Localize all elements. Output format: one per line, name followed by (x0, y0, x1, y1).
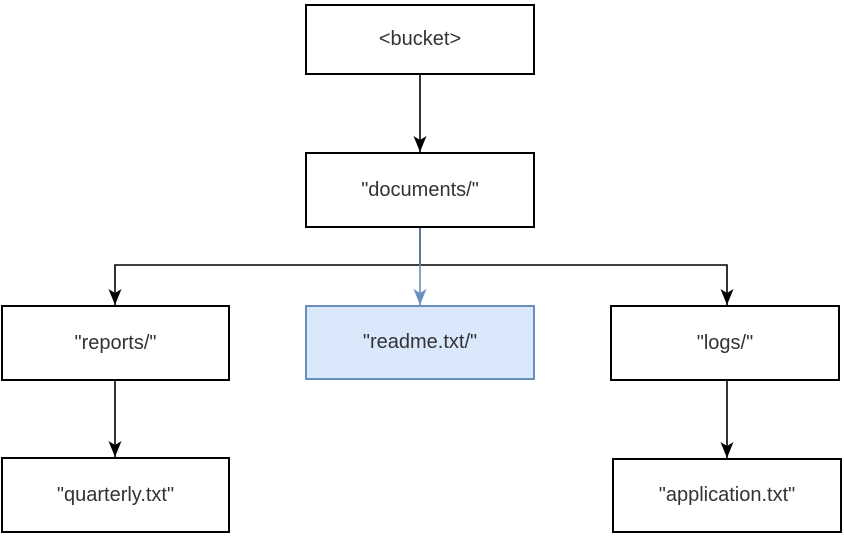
node-label-bucket: <bucket> (378, 28, 462, 50)
arrowhead-documents-logs (720, 289, 734, 305)
node-label-logs: "logs/" (696, 331, 754, 354)
node-bucket: <bucket> (305, 4, 535, 75)
node-quarterly: "quarterly.txt" (1, 457, 230, 533)
node-label-readme: "readme.txt/" (362, 331, 478, 353)
node-documents: "documents/" (305, 152, 535, 228)
edge-documents-logs (419, 228, 728, 305)
arrowhead-reports-quarterly (108, 441, 122, 457)
node-logs: "logs/" (610, 305, 840, 381)
node-readme: "readme.txt/" (305, 305, 535, 380)
arrowhead-documents-readme (413, 289, 427, 305)
node-label-quarterly: "quarterly.txt" (56, 483, 175, 506)
arrowhead-documents-reports (108, 289, 122, 305)
node-label-documents: "documents/" (361, 178, 479, 201)
node-label-reports: "reports/" (74, 331, 157, 354)
node-application: "application.txt" (612, 458, 842, 533)
node-reports: "reports/" (1, 305, 230, 381)
node-label-application: "application.txt" (658, 484, 796, 506)
arrowhead-logs-application (720, 442, 734, 458)
edge-documents-reports (114, 228, 421, 305)
arrowhead-bucket-documents (413, 136, 427, 152)
